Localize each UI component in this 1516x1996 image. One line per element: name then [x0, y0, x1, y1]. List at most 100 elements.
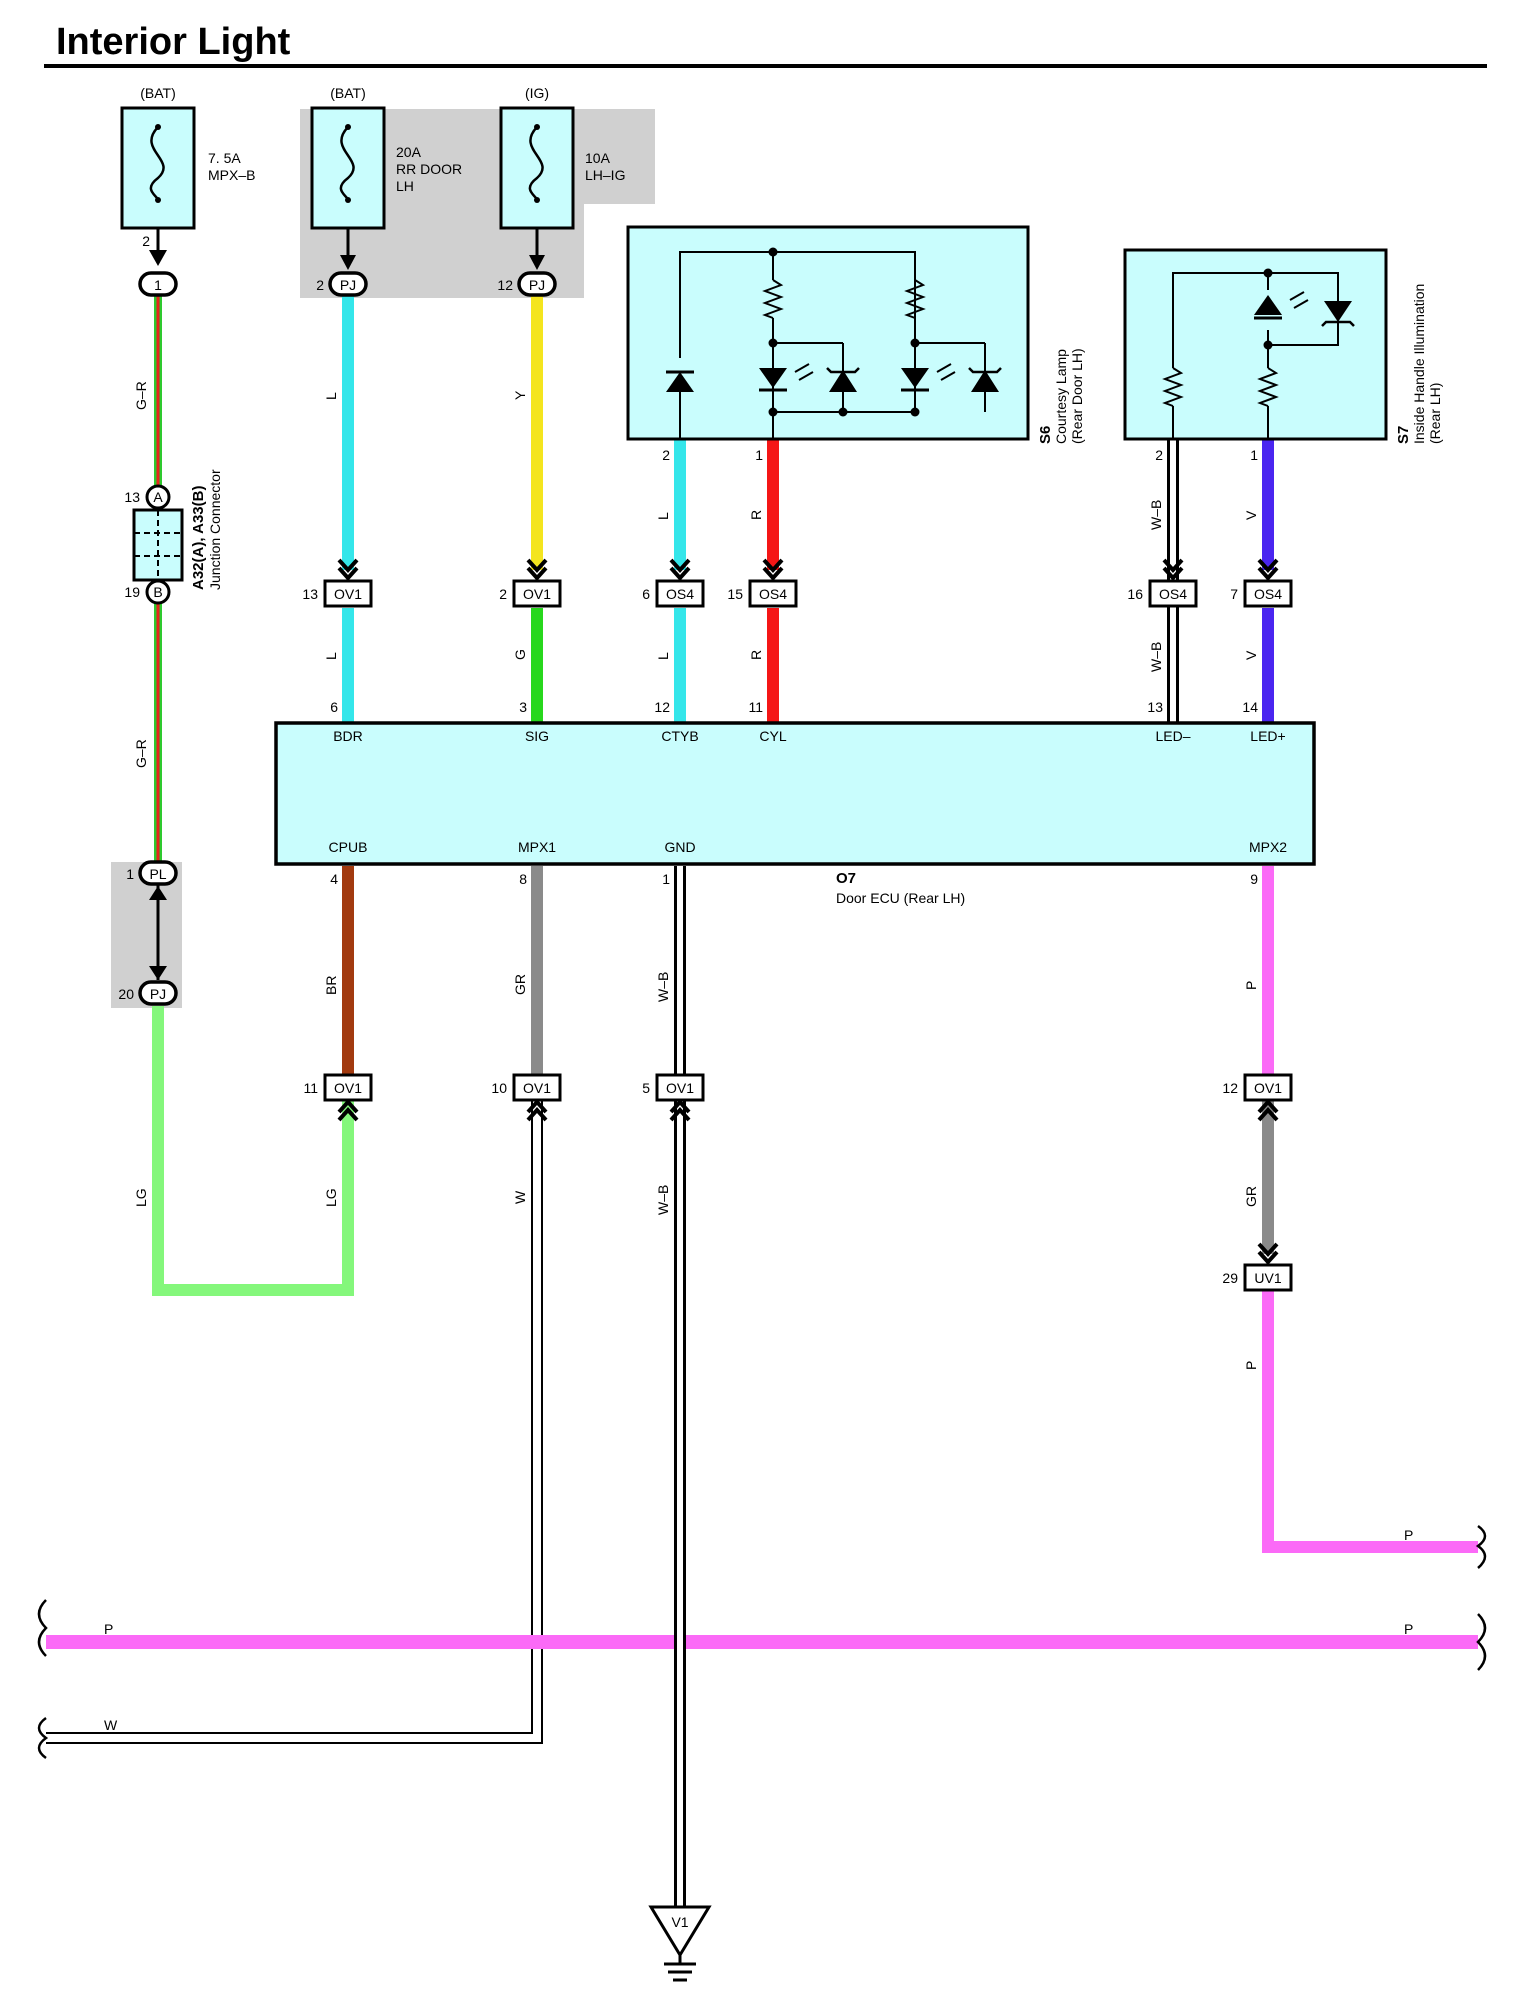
- svg-text:PL: PL: [149, 866, 166, 882]
- svg-text:13: 13: [302, 586, 318, 602]
- svg-text:V: V: [1243, 510, 1259, 520]
- svg-text:OV1: OV1: [666, 1080, 694, 1096]
- wire-labels: G–R G–R L L Y G L L R R W–B W–B V V BR G…: [104, 381, 1413, 1733]
- svg-text:16: 16: [1127, 586, 1143, 602]
- svg-text:MPX2: MPX2: [1249, 839, 1287, 855]
- svg-text:W–B: W–B: [655, 1185, 671, 1215]
- svg-text:(BAT): (BAT): [330, 85, 366, 101]
- svg-text:OS4: OS4: [759, 586, 787, 602]
- svg-text:Inside Handle Illumination: Inside Handle Illumination: [1411, 284, 1427, 444]
- svg-text:7. 5A: 7. 5A: [208, 150, 241, 166]
- svg-text:15: 15: [727, 586, 743, 602]
- connector-os4-6: OS4 6: [642, 558, 705, 608]
- svg-text:(Rear Door LH): (Rear Door LH): [1069, 348, 1085, 444]
- svg-text:20A: 20A: [396, 144, 422, 160]
- svg-text:B: B: [153, 584, 162, 600]
- svg-text:(IG): (IG): [525, 85, 549, 101]
- svg-text:13: 13: [124, 489, 140, 505]
- svg-text:GR: GR: [1243, 1186, 1259, 1207]
- svg-text:13: 13: [1147, 699, 1163, 715]
- svg-text:29: 29: [1222, 1270, 1238, 1286]
- svg-text:6: 6: [642, 586, 650, 602]
- svg-text:1: 1: [126, 866, 134, 882]
- svg-text:W: W: [512, 1190, 528, 1204]
- svg-text:11: 11: [748, 699, 763, 715]
- svg-text:BDR: BDR: [333, 728, 363, 744]
- svg-text:LH–IG: LH–IG: [585, 167, 625, 183]
- svg-text:OV1: OV1: [334, 586, 362, 602]
- fuse-mpx-b: (BAT) 7. 5A MPX–B 2: [120, 85, 255, 258]
- connector-ov1-5: OV1 5: [642, 1073, 705, 1122]
- handle-illumination-s7: 2 1 S7 Inside Handle Illumination (Rear …: [1123, 248, 1443, 463]
- door-ecu-o7: 6 BDR 3 SIG 12 CTYB 11 CYL 13 LED– 14 LE…: [274, 699, 1316, 906]
- svg-text:8: 8: [519, 871, 527, 887]
- svg-text:CYL: CYL: [759, 728, 786, 744]
- ground-v1: V1: [648, 1905, 712, 1982]
- svg-text:5: 5: [642, 1080, 650, 1096]
- svg-text:W–B: W–B: [655, 972, 671, 1002]
- svg-text:1: 1: [755, 447, 763, 463]
- svg-text:P: P: [1243, 981, 1259, 990]
- svg-text:OS4: OS4: [666, 586, 694, 602]
- svg-text:14: 14: [1242, 699, 1258, 715]
- svg-text:W–B: W–B: [1148, 642, 1164, 672]
- svg-text:PJ: PJ: [529, 277, 545, 293]
- svg-text:O7: O7: [836, 870, 856, 887]
- svg-text:7: 7: [1230, 586, 1238, 602]
- fuse-rr-door-lh: (BAT) 20A RR DOOR LH: [310, 85, 462, 270]
- connector-os4-16: OS4 16: [1127, 558, 1198, 608]
- svg-text:10A: 10A: [585, 150, 611, 166]
- svg-text:V1: V1: [671, 1914, 688, 1930]
- svg-text:LG: LG: [323, 1188, 339, 1207]
- svg-text:CTYB: CTYB: [661, 728, 698, 744]
- courtesy-lamp-s6: 2 1 S6 Courtesy Lamp (Rear Door LH): [626, 225, 1085, 463]
- svg-text:2: 2: [662, 447, 670, 463]
- svg-text:1: 1: [662, 871, 670, 887]
- svg-text:(Rear LH): (Rear LH): [1427, 383, 1443, 444]
- svg-text:P: P: [1404, 1527, 1413, 1543]
- junction-connector: A 13 B 19 A32(A), A33(B) Junction Connec…: [124, 469, 223, 605]
- svg-text:Y: Y: [512, 390, 528, 400]
- svg-text:PJ: PJ: [150, 986, 166, 1002]
- connector-pl-pj: PL 1 PJ 20: [118, 860, 178, 1006]
- svg-text:RR DOOR: RR DOOR: [396, 161, 462, 177]
- svg-text:Junction Connector: Junction Connector: [207, 469, 223, 590]
- svg-text:19: 19: [124, 584, 140, 600]
- svg-text:4: 4: [330, 871, 338, 887]
- wire-w: [46, 1100, 543, 1744]
- svg-text:LED–: LED–: [1155, 728, 1190, 744]
- svg-text:UV1: UV1: [1254, 1270, 1281, 1286]
- svg-text:P: P: [104, 1621, 113, 1637]
- svg-text:R: R: [748, 650, 764, 660]
- svg-text:CPUB: CPUB: [329, 839, 368, 855]
- svg-text:OV1: OV1: [523, 586, 551, 602]
- svg-text:10: 10: [491, 1080, 507, 1096]
- svg-text:(BAT): (BAT): [140, 85, 176, 101]
- svg-text:G: G: [512, 649, 528, 660]
- svg-text:W–B: W–B: [1148, 500, 1164, 530]
- connector-os4-7: OS4 7: [1230, 558, 1293, 608]
- svg-text:MPX1: MPX1: [518, 839, 556, 855]
- svg-text:L: L: [655, 652, 671, 660]
- svg-text:12: 12: [1222, 1080, 1238, 1096]
- connector-ov1-13: OV1 13: [302, 558, 373, 608]
- svg-text:OV1: OV1: [523, 1080, 551, 1096]
- svg-text:OV1: OV1: [334, 1080, 362, 1096]
- fuse-lh-ig: (IG) 10A LH–IG: [499, 85, 625, 270]
- svg-text:1: 1: [154, 277, 162, 293]
- svg-text:S7: S7: [1395, 426, 1412, 444]
- svg-text:LG: LG: [133, 1188, 149, 1207]
- connector-pj-sig: PJ 12: [497, 271, 557, 297]
- svg-text:L: L: [655, 512, 671, 520]
- svg-text:G–R: G–R: [133, 381, 149, 410]
- svg-text:OS4: OS4: [1254, 586, 1282, 602]
- connector-pj-bdr: PJ 2: [316, 271, 368, 297]
- svg-text:2: 2: [499, 586, 507, 602]
- connector-uv1-29: UV1 29: [1222, 1242, 1293, 1292]
- svg-text:A: A: [153, 489, 163, 505]
- svg-text:20: 20: [118, 986, 134, 1002]
- svg-text:12: 12: [497, 277, 513, 293]
- svg-text:P: P: [1404, 1621, 1413, 1637]
- svg-text:2: 2: [1155, 447, 1163, 463]
